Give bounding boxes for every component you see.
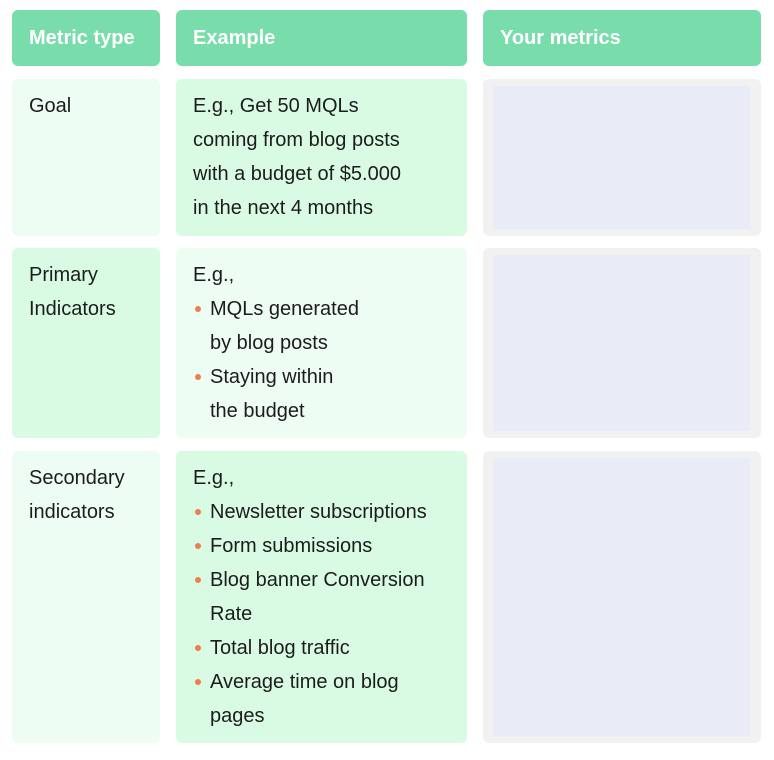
example-bullet-list: MQLs generated by blog posts Staying wit…	[193, 292, 467, 428]
bullet-item: Average time on blog pages	[193, 665, 467, 733]
metrics-input-area[interactable]	[493, 86, 750, 229]
row-secondary-type: Secondary indicators	[12, 451, 160, 743]
type-label-line: Primary	[29, 264, 98, 286]
metrics-input-area[interactable]	[493, 458, 750, 736]
bullet-item: Blog banner Conversion Rate	[193, 563, 467, 631]
bullet-item: MQLs generated by blog posts	[193, 292, 467, 360]
row-secondary-example: E.g., Newsletter subscriptions Form subm…	[176, 451, 467, 743]
bullet-item: Newsletter subscriptions	[193, 495, 467, 529]
example-bullet-list: Newsletter subscriptions Form submission…	[193, 495, 467, 733]
header-example: Example	[176, 10, 467, 66]
row-goal-type: Goal	[12, 79, 160, 236]
bullet-item: Form submissions	[193, 529, 467, 563]
bullet-item: Total blog traffic	[193, 631, 467, 665]
row-goal-metrics	[483, 79, 761, 236]
metrics-input-area[interactable]	[493, 255, 750, 431]
type-label-line: Goal	[29, 95, 72, 117]
header-your-metrics: Your metrics	[483, 10, 761, 66]
example-line: coming from blog posts	[193, 129, 400, 151]
header-metric-type: Metric type	[12, 10, 160, 66]
row-secondary-metrics	[483, 451, 761, 743]
row-goal-example: E.g., Get 50 MQLs coming from blog posts…	[176, 79, 467, 236]
bullet-item: Staying within the budget	[193, 360, 467, 428]
example-intro: E.g.,	[193, 467, 235, 489]
example-intro: E.g.,	[193, 264, 235, 286]
row-primary-metrics	[483, 248, 761, 438]
row-primary-type: Primary Indicators	[12, 248, 160, 438]
row-primary-example: E.g., MQLs generated by blog posts Stayi…	[176, 248, 467, 438]
type-label-line: Secondary	[29, 467, 125, 489]
example-line: with a budget of $5.000	[193, 163, 401, 185]
type-label-line: indicators	[29, 501, 115, 523]
example-line: E.g., Get 50 MQLs	[193, 95, 359, 117]
example-line: in the next 4 months	[193, 197, 374, 219]
type-label-line: Indicators	[29, 298, 116, 320]
